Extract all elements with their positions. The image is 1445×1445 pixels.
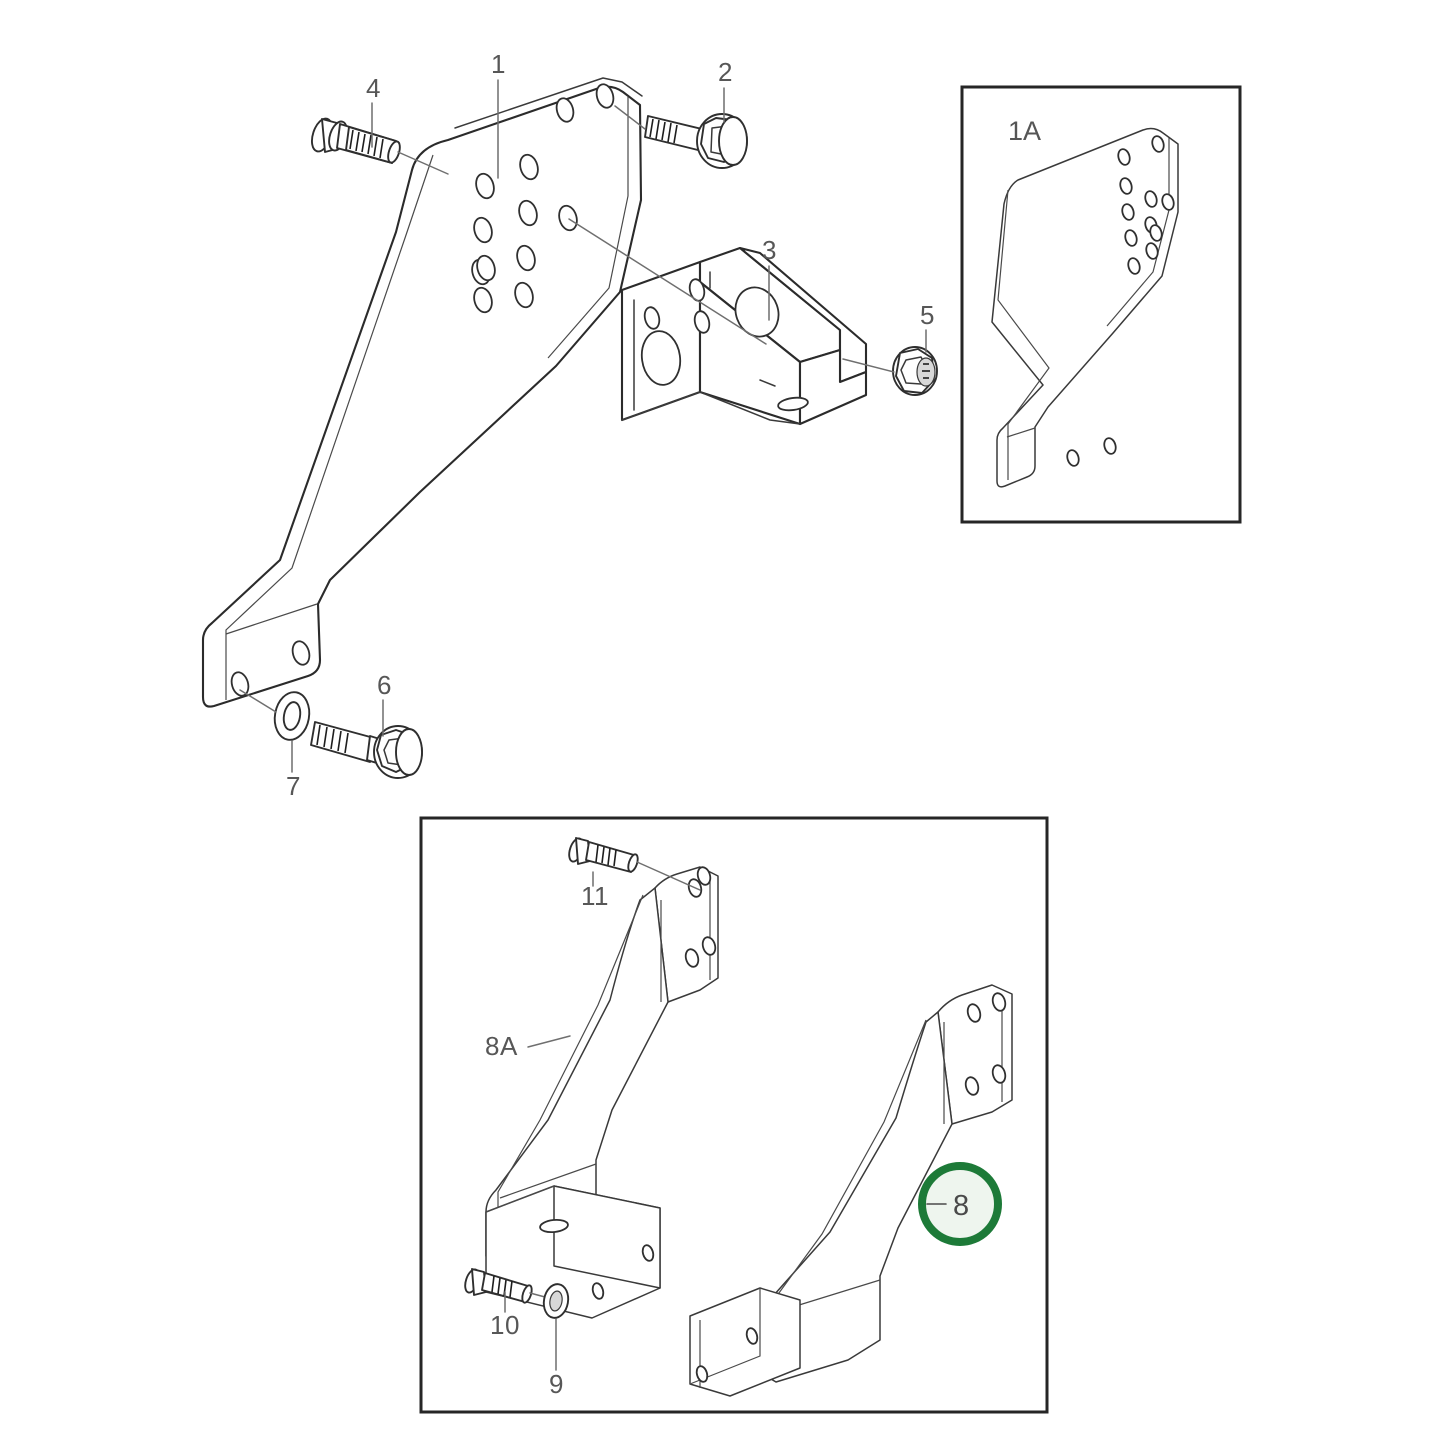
leader-callout-10 [504,1291,546,1313]
part-hex-flange-bolt-6 [310,721,423,779]
leader-callout-8a [527,1035,571,1048]
part-right-hand-bracket [689,984,1013,1397]
part-alternate-bracket-plate [991,127,1179,488]
hole-group-right-column [514,153,539,309]
inset-box-1a: 1A [960,85,1242,524]
thread-marks [649,118,678,144]
callout-label-8a: 8A [485,1031,518,1061]
callout-label-11: 11 [581,881,609,911]
hole-group-top-row [555,83,615,232]
leader-callout-7 [239,689,293,773]
callout-label-7: 7 [286,771,301,801]
part-left-hand-bracket-shape [485,866,719,1319]
part-hex-flange-bolt-2 [644,113,748,169]
hole-group-left-column [471,172,496,314]
part-hex-flange-bolt-10 [464,1268,533,1304]
leader-callout-2 [614,87,725,130]
part-main-bracket-plate [201,77,643,708]
hole-grid-1a [1117,135,1175,275]
callout-label-9: 9 [549,1369,564,1399]
part-channel-bracket [620,246,868,426]
leader-callout-5 [842,329,927,373]
thread-marks [595,844,617,867]
callout-label-4: 4 [366,73,381,103]
inset-label-1a: 1A [1008,116,1041,146]
leader-callout-11 [592,861,701,891]
callout-label-2: 2 [718,57,733,87]
thread-marks [316,724,349,754]
highlight-marker-part-8[interactable]: 8 [918,1162,1002,1246]
hole-group-foot [230,640,311,697]
part-flat-washer-9 [542,1283,570,1319]
callout-label-1: 1 [491,49,506,79]
part-hex-flange-bolt-11 [568,837,639,873]
callout-label-5: 5 [920,300,935,330]
leader-callout-4 [371,102,449,175]
part-flat-washer-7 [273,691,311,741]
callout-label-3: 3 [762,235,777,265]
callout-label-6: 6 [377,670,392,700]
highlight-number: 8 [953,1190,969,1222]
callout-label-10: 10 [490,1310,520,1340]
thread-marks [349,129,384,159]
inset-box-bottom [419,816,1049,1414]
leader-callout-3 [568,218,770,345]
callout-labels: 1 2 3 4 5 6 7 9 10 11 8A [286,49,935,1399]
part-hex-flange-nut [892,346,938,396]
part-hex-flange-bolt-4 [311,117,401,164]
